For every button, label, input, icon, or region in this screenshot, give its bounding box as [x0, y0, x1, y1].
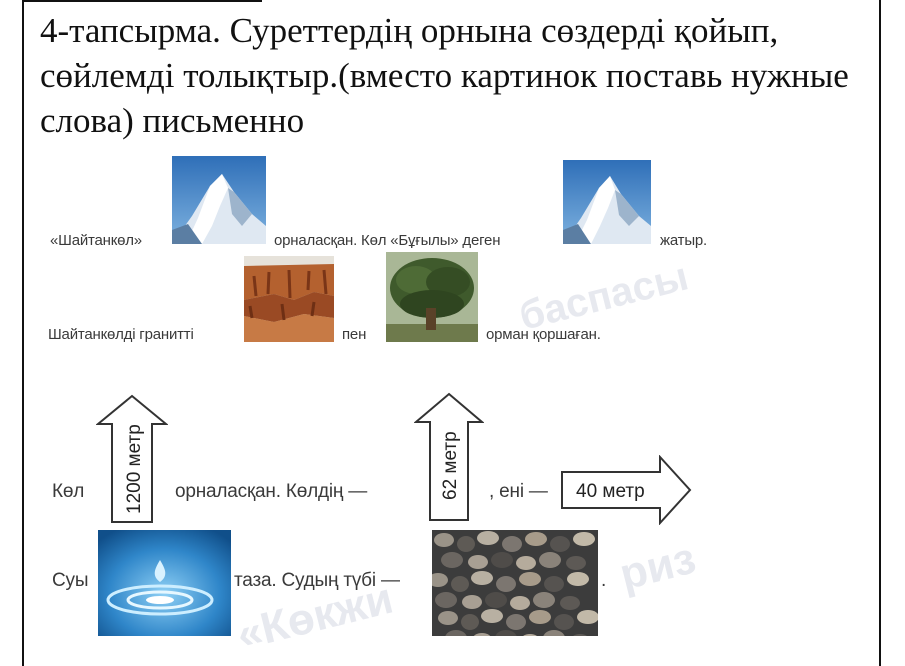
sentence4-part1: Суы — [52, 570, 89, 591]
water-drop-icon — [98, 530, 231, 636]
sentence1-part2: орналасқан. Көл «Бұғылы» деген — [274, 232, 501, 249]
up-arrow-length: 62 метр — [414, 392, 484, 521]
sentence3-part2: орналасқан. Көлдің — — [175, 481, 368, 502]
sentence4-part3: . — [601, 570, 607, 591]
sentence1-part3: жатыр. — [660, 232, 708, 249]
frame-right-line — [879, 0, 881, 666]
sentence4-part2: таза. Судың түбі — — [234, 570, 400, 591]
height-label: 1200 метр — [124, 424, 145, 514]
red-rock-cliff-icon — [244, 256, 334, 342]
right-arrow-width: 40 метр — [561, 455, 692, 525]
up-arrow-height: 1200 метр — [96, 394, 168, 523]
frame-left-line — [22, 0, 24, 666]
sentence2-part3: орман қоршаған. — [486, 326, 601, 343]
mountain-icon — [563, 160, 651, 244]
task-title: 4-тапсырма. Суреттердің орнына сөздерді … — [40, 11, 849, 140]
mountain-icon — [172, 156, 266, 244]
frame-top-line — [22, 0, 262, 2]
sentence1-part1: «Шайтанкөл» — [50, 232, 142, 249]
sentence3-part1: Көл — [52, 481, 85, 502]
watermark-bottom-tail: риз — [615, 533, 701, 600]
pebbles-icon — [432, 530, 598, 636]
sentence2-part1: Шайтанкөлді гранитті — [48, 326, 194, 343]
sentence3-part3: , ені — — [489, 481, 548, 502]
length-label: 62 метр — [440, 431, 461, 500]
width-label: 40 метр — [576, 481, 645, 502]
cedar-tree-icon — [386, 252, 478, 342]
sentence2-part2: пен — [342, 326, 367, 343]
